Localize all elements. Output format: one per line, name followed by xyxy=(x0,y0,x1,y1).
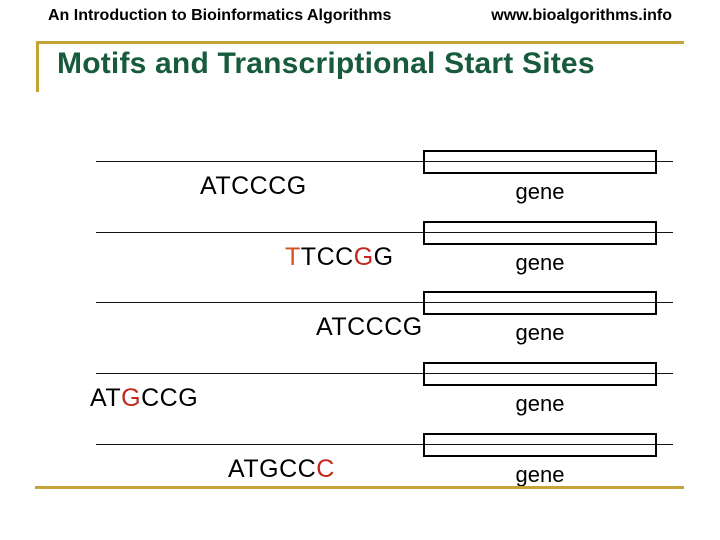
gene-label: gene xyxy=(515,462,565,487)
gene-box xyxy=(423,433,657,457)
dna-strand-line xyxy=(96,373,673,374)
motif-sequence: ATCCCG xyxy=(316,313,423,341)
gene-label: gene xyxy=(515,250,565,275)
motif-sequence: ATCCCG xyxy=(200,172,307,200)
header-website: www.bioalgorithms.info xyxy=(491,7,672,24)
dna-strand-line xyxy=(96,302,673,303)
title-rule-horizontal xyxy=(36,41,684,44)
motif-sequence: ATGCCC xyxy=(228,455,335,483)
dna-strand-line xyxy=(96,444,673,445)
gene-label: gene xyxy=(515,179,565,204)
sequence-row: ATGCCG gene xyxy=(0,362,720,428)
motif-sequence: TTCCGG xyxy=(285,243,394,271)
gene-box xyxy=(423,291,657,315)
gene-label: gene xyxy=(515,320,565,345)
sequence-row: ATCCCG gene xyxy=(0,291,720,357)
bottom-rule xyxy=(35,486,684,489)
gene-label: gene xyxy=(515,391,565,416)
title-rule-vertical xyxy=(36,41,39,92)
gene-box xyxy=(423,150,657,174)
sequence-row: ATGCCC gene xyxy=(0,433,720,499)
gene-box xyxy=(423,362,657,386)
dna-strand-line xyxy=(96,232,673,233)
slide-title: Motifs and Transcriptional Start Sites xyxy=(57,47,595,80)
gene-box xyxy=(423,221,657,245)
dna-strand-line xyxy=(96,161,673,162)
motif-sequence: ATGCCG xyxy=(90,384,199,412)
sequence-row: ATCCCG gene xyxy=(0,150,720,216)
sequence-row: TTCCGG gene xyxy=(0,221,720,287)
header-book-title: An Introduction to Bioinformatics Algori… xyxy=(48,7,392,24)
